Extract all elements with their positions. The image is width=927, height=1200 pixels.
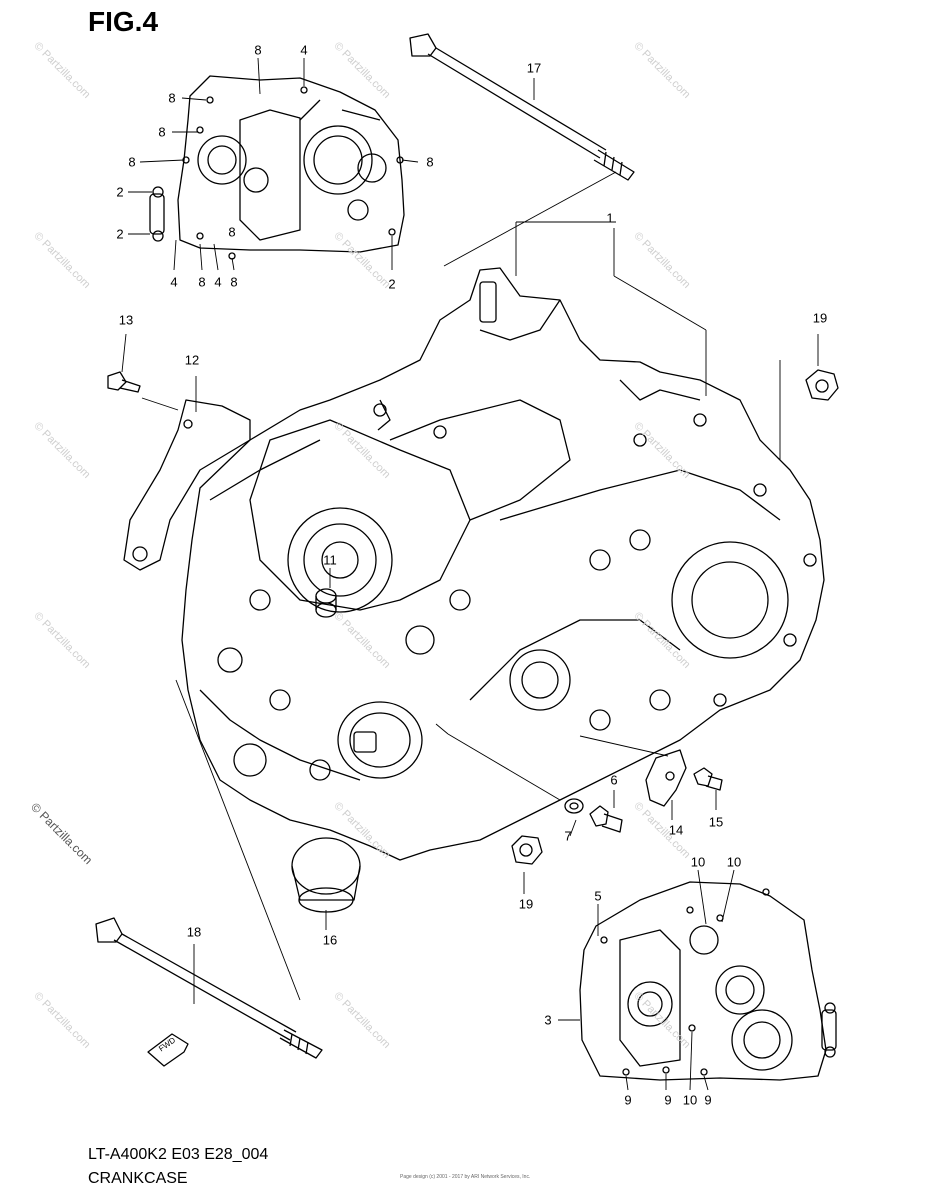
fine-print: Page design (c) 2001 - 2017 by ARI Netwo… [400,1174,531,1180]
oil-seal [337,701,423,779]
callout-4: 4 [300,42,308,58]
part-11-bushing [315,588,337,618]
nut-19-bottom [511,835,543,865]
figure-title: FIG.4 [88,6,159,37]
callout-9: 9 [664,1092,672,1108]
callout-8: 8 [198,274,206,290]
callout-14: 14 [668,822,684,838]
callout-8: 8 [168,90,176,106]
bracket-14 [645,749,687,807]
callout-17: 17 [526,60,542,76]
bolt-17 [409,33,635,181]
callout-9: 9 [704,1092,712,1108]
callout-8: 8 [230,274,238,290]
washer-7 [564,798,584,814]
callout-1: 1 [606,210,614,226]
crankcase-right-half-inset [579,881,837,1081]
callout-3: 3 [544,1012,552,1028]
leader-lines [121,57,819,1091]
callout-19: 19 [812,310,828,326]
callout-5: 5 [594,888,602,904]
bolt-13 [107,371,141,393]
callout-4: 4 [170,274,178,290]
bolt-15 [693,767,723,791]
callout-7: 7 [564,828,572,844]
plug-6 [589,805,623,833]
callout-13: 13 [118,312,134,328]
callout-11: 11 [323,552,337,568]
callout-9: 9 [624,1092,632,1108]
callout-19: 19 [518,896,534,912]
callout-10: 10 [726,854,742,870]
callout-8: 8 [128,154,136,170]
callout-8: 8 [158,124,166,140]
callout-10: 10 [690,854,706,870]
callout-10: 10 [682,1092,698,1108]
callout-8: 8 [426,154,434,170]
callout-6: 6 [610,772,618,788]
diagram-caption: CRANKCASE [88,1170,188,1187]
callout-2: 2 [388,276,396,292]
callout-4: 4 [214,274,222,290]
diagram-code: LT-A400K2 E03 E28_004 [88,1146,269,1163]
nut-19-top [805,369,839,401]
callout-8: 8 [228,224,236,240]
callout-16: 16 [322,932,338,948]
bolt-18 [95,917,323,1059]
callout-2: 2 [116,184,124,200]
callout-18: 18 [186,924,202,940]
cap-16 [291,837,361,913]
callout-12: 12 [184,352,200,368]
callout-15: 15 [708,814,724,830]
crankcase-left-half-inset [149,75,405,260]
crankcase-main [181,267,825,861]
callout-2: 2 [116,226,124,242]
callout-8: 8 [254,42,262,58]
part-12-bracket [123,399,251,571]
fwd-arrow-icon [147,1033,189,1067]
